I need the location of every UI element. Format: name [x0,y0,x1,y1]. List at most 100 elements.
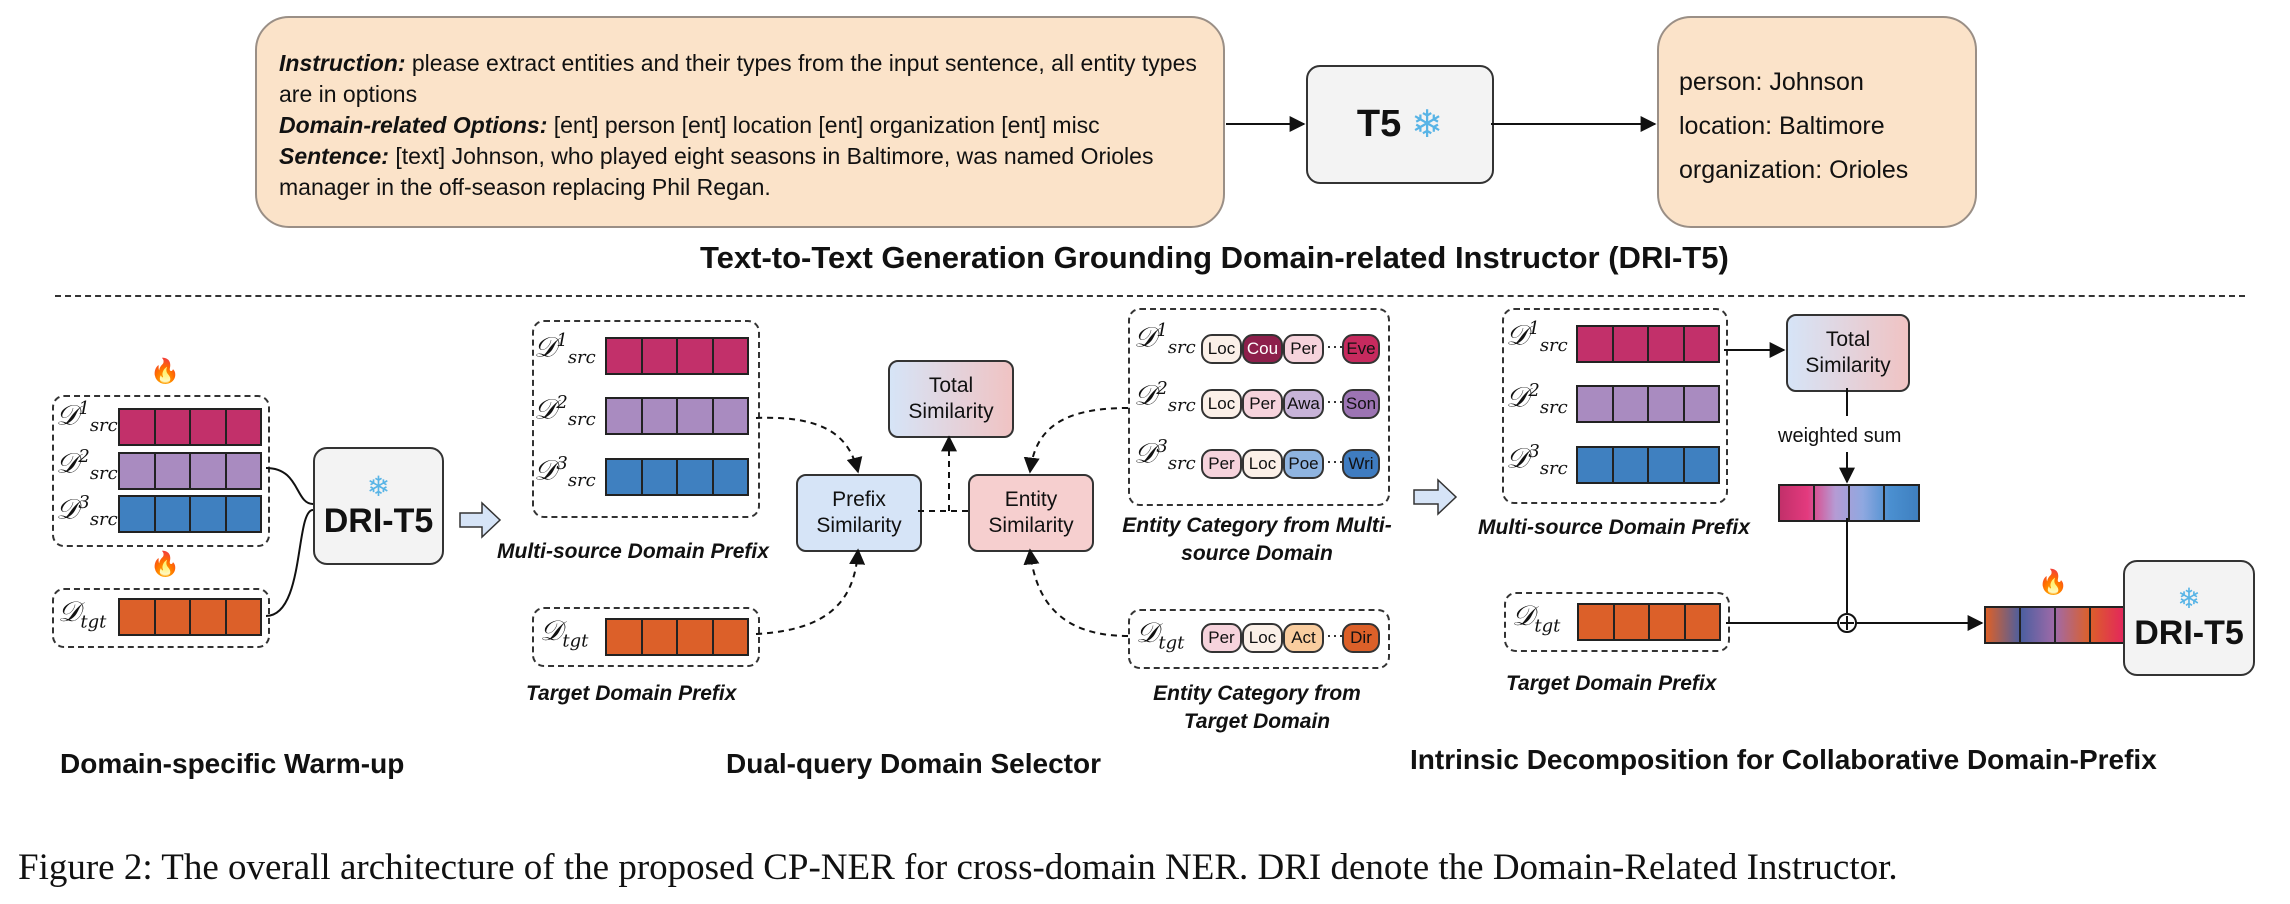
domain-src2-label: 𝒟2src [1134,378,1196,416]
prefix-bar-tgt [605,618,749,656]
ellipsis: ··· [1326,336,1344,356]
sentence-text: [text] Johnson, who played eight seasons… [279,143,1154,200]
main-title: Text-to-Text Generation Grounding Domain… [700,240,1729,275]
caption-entity-multi-source: Entity Category from Multi-source Domain [1122,514,1392,565]
snowflake-icon: ❄ [366,471,391,502]
dri-t5-label: DRI-T5 [2134,614,2244,652]
entity-chip: Per [1201,623,1242,653]
domain-src2-label: 𝒟2src [534,392,596,430]
domain-src2-label: 𝒟2src [1506,380,1568,418]
block-arrow-icon [459,501,502,539]
domain-src3-label: 𝒟3src [56,492,118,530]
section-title-decomposition: Intrinsic Decomposition for Collaborativ… [1410,744,2157,775]
t5-label: T5 [1356,103,1402,145]
block-arrow-icon [1413,478,1458,516]
prefix-bar-tgt [118,598,262,636]
snowflake-icon: ❄ [2177,583,2201,614]
ellipsis: ··· [1326,451,1344,471]
domain-src1-label: 𝒟1src [1134,320,1196,358]
fused-prefix-bar [1984,606,2126,644]
dri-t5-final-box: ❄ DRI-T5 [2123,560,2255,676]
total-similarity-label: Total Similarity [1805,328,1891,377]
weighted-sum-label: weighted sum [1778,425,1902,447]
entity-similarity-box: Entity Similarity [968,474,1094,552]
connector-target-to-dri [265,509,314,617]
entity-chip: Cou [1242,334,1283,364]
caption-target-prefix: Target Domain Prefix [526,682,737,705]
caption-multi-source-prefix: Multi-source Domain Prefix [1478,516,1750,539]
entity-chip: Act [1283,623,1324,653]
entity-chip: Eve [1342,334,1380,364]
domain-tgt-label: 𝒟tgt [540,614,589,652]
options-label: Domain-related Options: [279,112,548,138]
instruction-box: Instruction: please extract entities and… [255,16,1225,228]
caption-multi-source-prefix: Multi-source Domain Prefix [497,540,769,563]
prefix-bar-src2 [118,452,262,490]
domain-src3-label: 𝒟3src [534,453,596,491]
decomp-multi-source-group [1502,308,1728,504]
section-divider [55,295,2245,297]
entity-chip: Poe [1283,449,1324,479]
output-box: person: Johnson location: Baltimore orga… [1657,16,1977,228]
domain-src1-label: 𝒟1src [56,398,118,436]
instruction-text: please extract entities and their types … [279,50,1197,107]
dri-t5-warmup-box: ❄ DRI-T5 [313,447,444,565]
entity-chip: Awa [1283,389,1324,419]
sentence-label: Sentence: [279,143,389,169]
caption-target-prefix: Target Domain Prefix [1506,672,1717,695]
prefix-bar-src3 [605,458,749,496]
output-line: organization: Orioles [1679,156,1909,184]
domain-src1-label: 𝒟1src [534,330,596,368]
prefix-bar-src3 [118,495,262,533]
section-title-selector: Dual-query Domain Selector [726,748,1101,779]
prefix-bar-src1 [1576,325,1720,363]
prefix-similarity-box: Prefix Similarity [796,474,922,552]
entity-chip: Per [1242,389,1283,419]
total-similarity-label: Total Similarity [908,374,994,423]
options-text: [ent] person [ent] location [ent] organi… [547,112,1100,138]
output-line: person: Johnson [1679,68,1864,96]
entity-chip: Loc [1242,449,1283,479]
connector-sources-to-dri [265,467,314,505]
domain-tgt-label: 𝒟tgt [1136,616,1185,654]
fire-icon: 🔥 [150,551,180,578]
total-similarity-box: Total Similarity [1786,314,1910,392]
domain-tgt-label: 𝒟tgt [58,595,107,633]
prefix-bar-src2 [1576,385,1720,423]
prefix-bar-src1 [118,408,262,446]
arrow-entity-target-to-entity-sim [1023,548,1129,637]
prefix-bar-src3 [1576,446,1720,484]
entity-chip: Loc [1201,389,1242,419]
warmup-source-group [52,395,270,547]
entity-chip: Loc [1242,623,1283,653]
target-prefix-group [532,607,760,667]
prefix-bar-src2 [605,397,749,435]
caption-entity-target: Entity Category from Target Domain [1153,682,1361,733]
snowflake-icon: ❄ [1411,104,1444,146]
domain-tgt-label: 𝒟tgt [1512,599,1561,637]
section-title-warmup: Domain-specific Warm-up [60,748,405,779]
domain-src2-label: 𝒟2src [56,446,118,484]
fire-icon: 🔥 [2038,569,2068,596]
entity-chip: Per [1283,334,1324,364]
entity-chip: Per [1201,449,1242,479]
arrow-multi-prefix-to-prefix-sim [755,416,863,474]
t5-model-box: T5 ❄ [1306,65,1494,184]
prefix-bar-src1 [605,337,749,375]
multi-source-prefix-group [532,320,760,518]
weighted-prefix-bar [1778,484,1920,522]
entity-category-target-group [1128,609,1390,669]
domain-src3-label: 𝒟3src [1506,441,1568,479]
entity-chip: Dir [1342,623,1380,653]
output-line: location: Baltimore [1679,112,1885,140]
prefix-similarity-label: Prefix Similarity [816,488,902,537]
dri-t5-label: DRI-T5 [323,502,434,540]
fire-icon: 🔥 [150,358,180,385]
ellipsis: ··· [1326,391,1344,411]
entity-similarity-label: Entity Similarity [988,488,1074,537]
total-similarity-box: Total Similarity [888,360,1014,438]
arrow-entity-source-to-entity-sim [1023,407,1129,474]
domain-src1-label: 𝒟1src [1506,318,1568,356]
ellipsis: ··· [1326,625,1344,645]
